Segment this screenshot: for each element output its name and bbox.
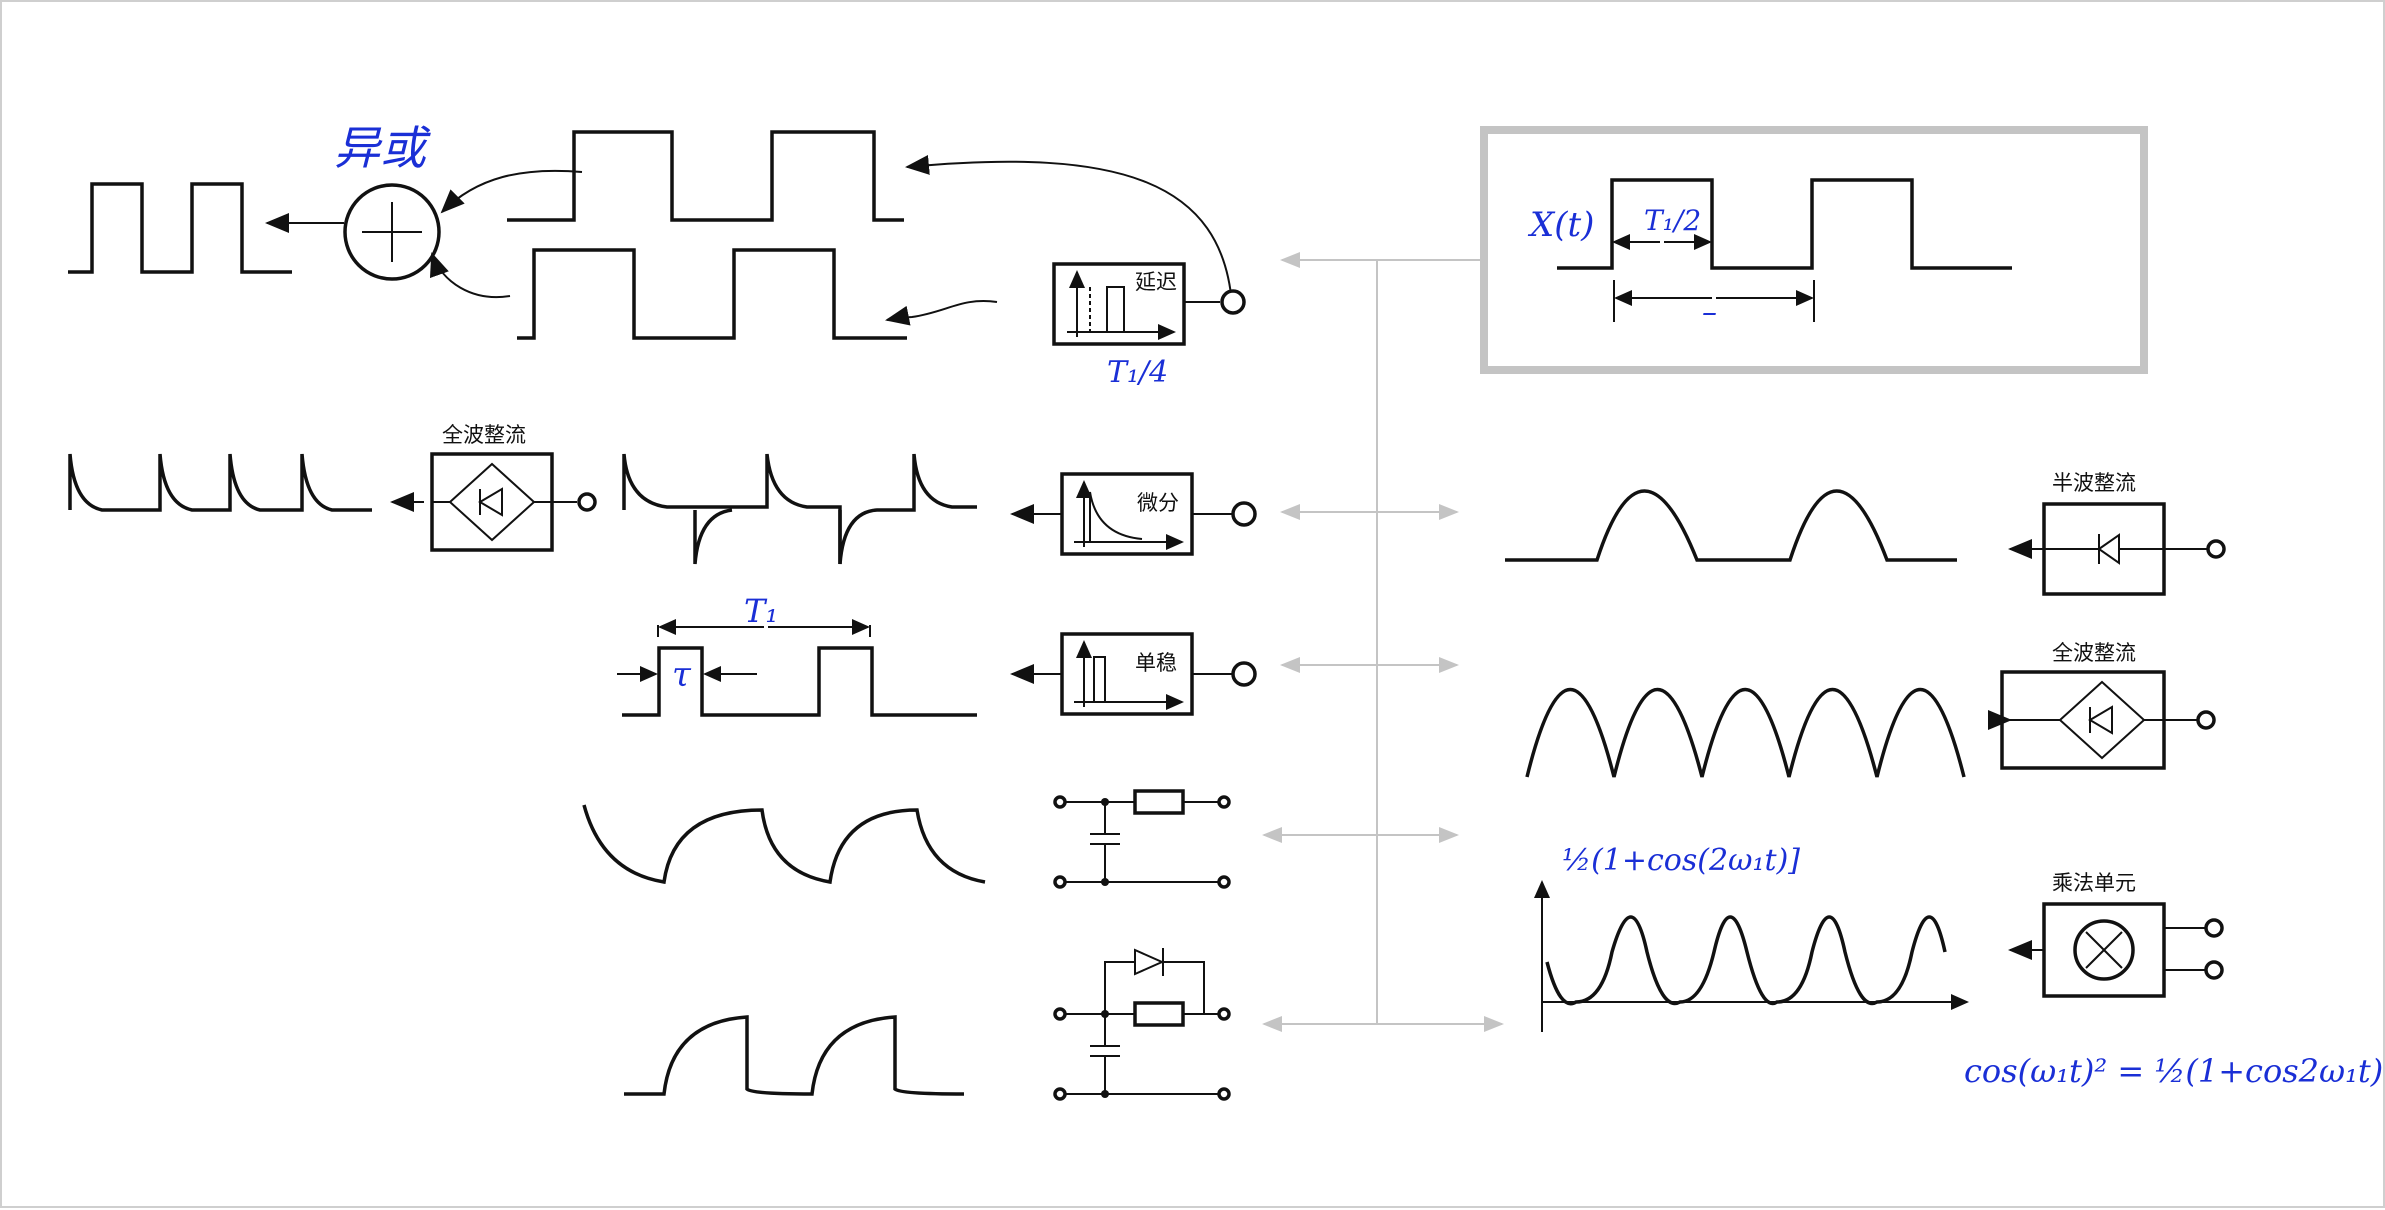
curve-to-sum-bottom	[429, 252, 511, 299]
input-square-wave	[1557, 178, 2012, 270]
square-wave-original	[507, 130, 904, 222]
mono-input-terminal	[1231, 661, 1257, 687]
guide-lines	[1262, 252, 1504, 1032]
rc-network-icon	[1053, 789, 1231, 889]
half-wave-output	[1505, 489, 1957, 562]
rc-charge-wave	[582, 804, 986, 885]
curve-from-delay	[885, 300, 998, 326]
rc-integrator-section	[582, 789, 1231, 889]
square-wave-delayed	[517, 248, 907, 340]
trig-identity-annotation: cos(ω₁t)² = ½(1+cos2ω₁t)	[1964, 1052, 2383, 1090]
xor-output-wave	[68, 182, 292, 274]
full-wave-right-section: 全波整流	[1525, 641, 2216, 778]
period-T1-label: T₁	[744, 592, 778, 630]
half-wave-label: 半波整流	[2052, 471, 2136, 495]
cos-half-annotation: ½(1+cos(2ω₁t)]	[1562, 843, 1800, 878]
full-wave-right-label: 全波整流	[2052, 641, 2136, 665]
half-wave-section: 半波整流	[1505, 471, 2226, 596]
xor-section: 异或 延迟 T₁/4	[68, 121, 1246, 390]
diff-input-terminal	[1231, 501, 1257, 527]
differentiator-label: 微分	[1137, 491, 1179, 515]
full-wave-output	[1525, 688, 1966, 778]
monostable-label: 单稳	[1135, 651, 1177, 675]
input-signal-frame: X(t) T₁/2 –	[1480, 126, 2148, 374]
multiplier-label: 乘法单元	[2052, 871, 2136, 895]
signal-name-label: X(t)	[1527, 205, 1594, 245]
differentiator-section: 全波整流 微分	[68, 423, 1257, 565]
delay-input-terminal	[1220, 289, 1246, 315]
half-period-label: T₁/2	[1644, 204, 1701, 237]
xor-handwritten-label: 异或	[334, 121, 431, 175]
diode-rc-wave	[624, 1015, 965, 1096]
rectified-spike-wave	[68, 453, 372, 512]
monostable-pulse-wave	[622, 646, 977, 717]
diode-bridge-icon	[448, 462, 536, 542]
curve-from-input	[905, 155, 1233, 305]
period-label: –	[1702, 295, 1717, 330]
cos-squared-wave	[1545, 915, 1947, 1006]
delay-label: 延迟	[1135, 270, 1177, 294]
differentiated-wave	[622, 453, 977, 565]
multiplier-section: ½(1+cos(2ω₁t)] 乘法单元 cos(ω₁t)² = ½(1+cos2…	[1534, 843, 2383, 1090]
curve-to-sum-top	[440, 169, 583, 214]
pulse-width-label: τ	[672, 655, 692, 695]
fullwave-left-label: 全波整流	[442, 423, 526, 447]
delay-amount-label: T₁/4	[1107, 355, 1168, 390]
diode-rc-network-icon	[1053, 948, 1231, 1101]
monostable-section: T₁ τ 单稳	[617, 592, 1257, 717]
diode-rc-section	[624, 948, 1231, 1101]
